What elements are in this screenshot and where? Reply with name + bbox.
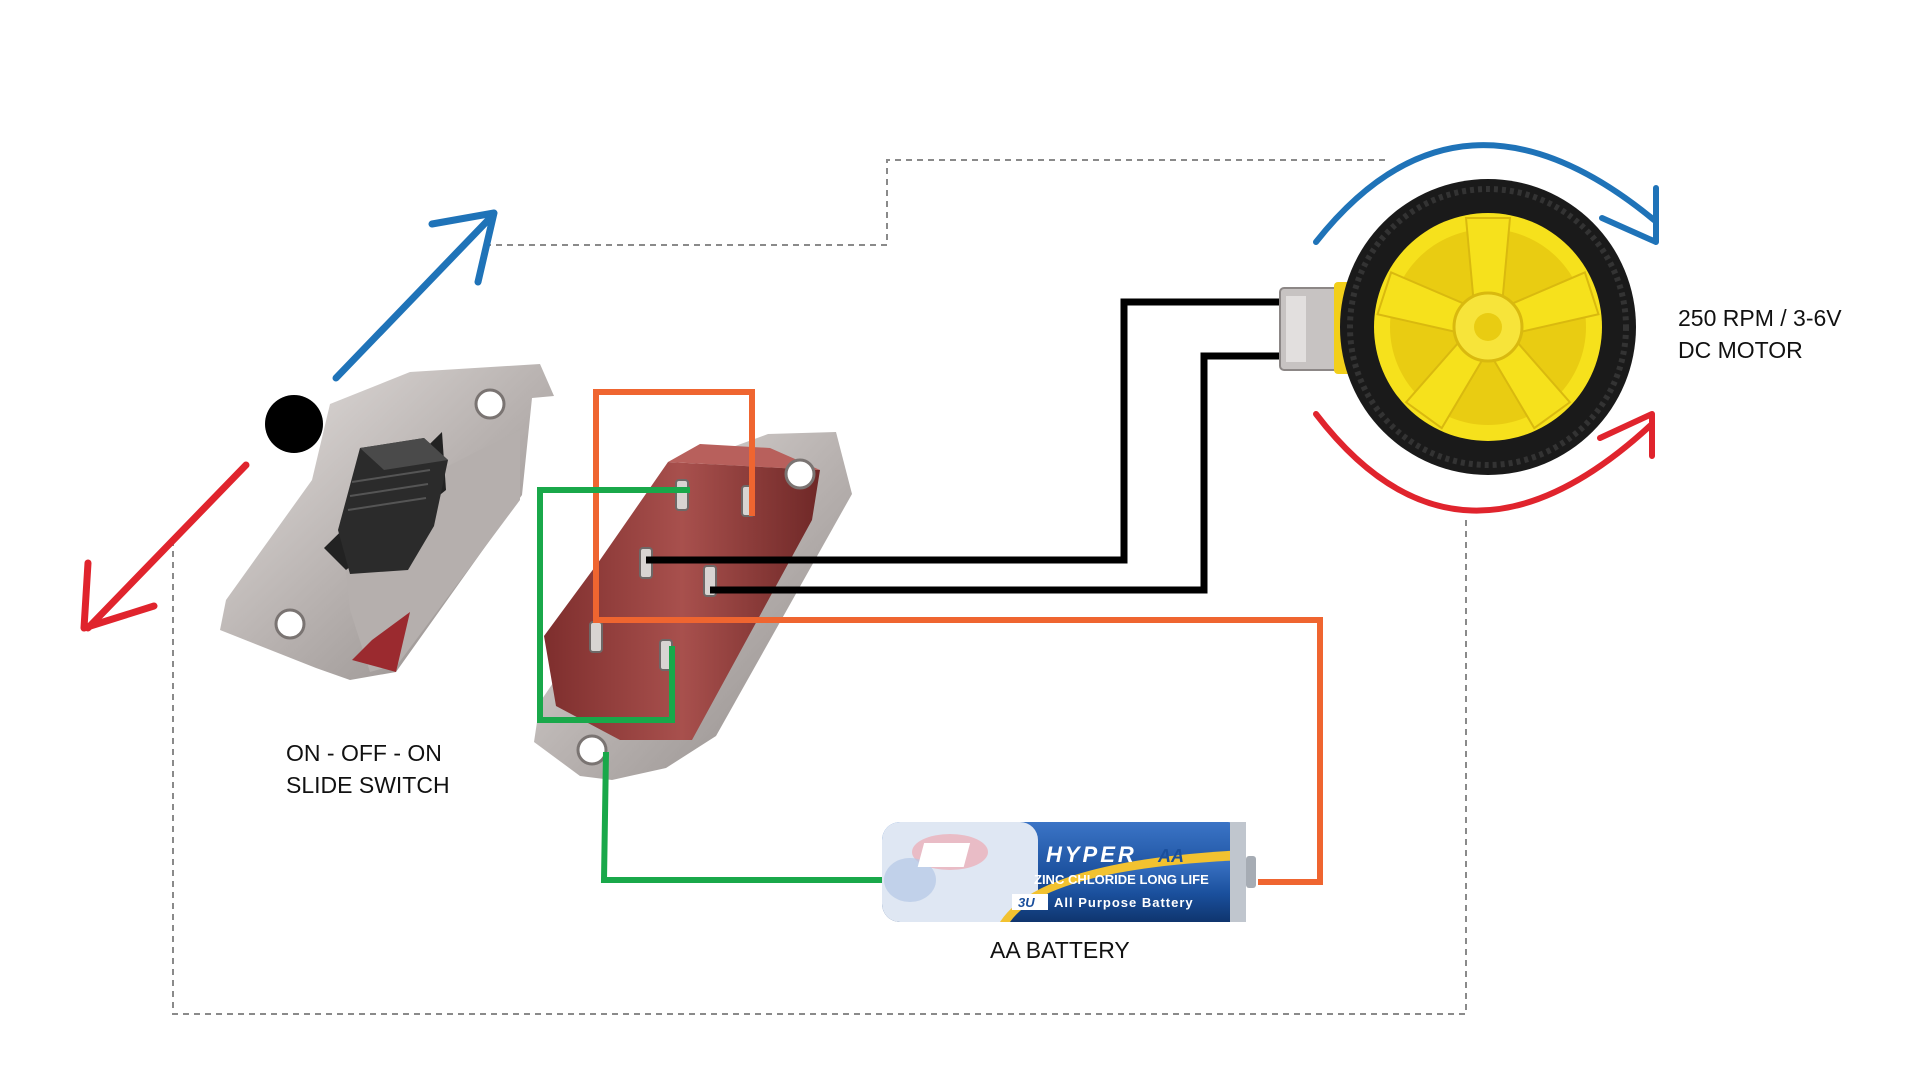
aa-battery: HYPER AA ZINC CHLORIDE LONG LIFE 3U All … — [882, 822, 1256, 922]
motor-label-line-1: 250 RPM / 3-6V — [1678, 305, 1842, 331]
green-wire-lower — [600, 751, 888, 883]
green-wire-upper — [537, 487, 690, 723]
motor-label-line-2: DC MOTOR — [1678, 337, 1803, 363]
switch-label: ON - OFF - ON SLIDE SWITCH — [286, 737, 450, 801]
black-wire-1 — [646, 298, 1286, 564]
battery-label: AA BATTERY — [990, 937, 1130, 963]
motor-label: 250 RPM / 3-6V DC MOTOR — [1678, 302, 1842, 366]
switch-slide-up-arrow — [332, 209, 498, 382]
slide-switch-terminals — [534, 432, 852, 780]
rotation-forward-arrow — [1313, 142, 1659, 245]
battery-size-badge: AA — [1157, 846, 1184, 866]
battery-tagline: All Purpose Battery — [1054, 895, 1194, 910]
position-dot — [265, 395, 323, 453]
rotation-reverse-arrow — [1313, 411, 1655, 514]
motor-wheel — [1340, 179, 1636, 475]
switch-label-line-1: ON - OFF - ON — [286, 740, 442, 766]
dashed-outline-lower — [172, 520, 1467, 1015]
battery-type: ZINC CHLORIDE LONG LIFE — [1034, 872, 1209, 887]
slider-knob — [338, 438, 448, 574]
black-wire-2 — [710, 352, 1286, 594]
switch-slide-down-arrow — [80, 461, 250, 632]
battery-voltage-badge: 3U — [1018, 895, 1035, 910]
battery-brand: HYPER — [1046, 842, 1137, 867]
dashed-outline — [485, 159, 1388, 246]
slide-switch-side — [220, 364, 554, 680]
orange-wire — [593, 389, 1323, 885]
switch-label-line-2: SLIDE SWITCH — [286, 772, 450, 798]
